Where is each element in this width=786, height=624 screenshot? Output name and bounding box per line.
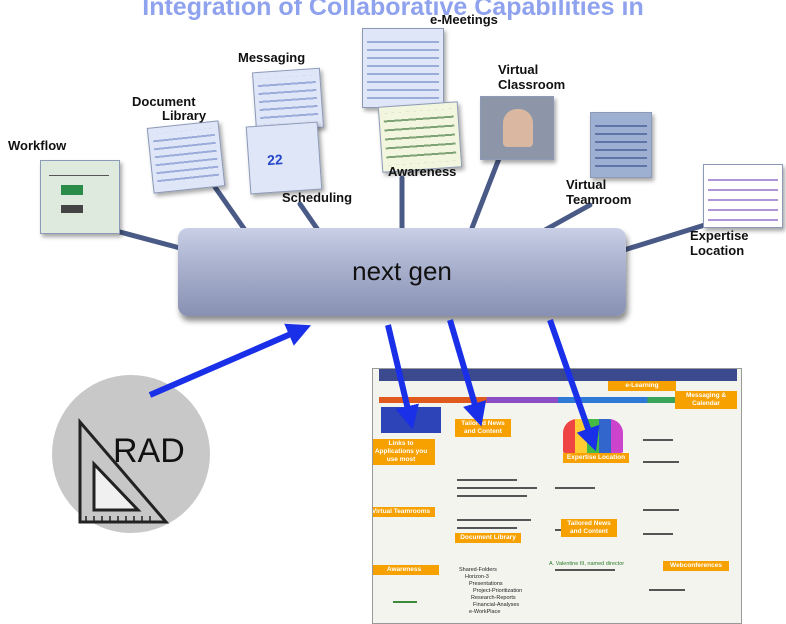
label-library: Library (162, 108, 207, 123)
e-meetings-thumbnail (362, 28, 444, 108)
arrow-rad-to-hub (148, 323, 312, 398)
label-virtual-classroom-1: Virtual (498, 62, 539, 77)
tree-item-horizon-3[interactable]: Horizon-3 (465, 574, 489, 580)
label-awareness: Awareness (388, 164, 457, 179)
text-line (643, 439, 673, 441)
label-virtual-teamroom-1: Virtual (566, 177, 607, 192)
label-virtual-classroom-2: Classroom (498, 77, 566, 92)
arrow-hub-to-links (385, 324, 419, 430)
text-line (457, 527, 517, 529)
virtual-teamroom-thumbnail (590, 112, 652, 178)
label-location: Location (690, 243, 745, 258)
virtual-classroom-thumbnail (480, 96, 554, 160)
arrow-hub-to-news (447, 319, 487, 427)
tree-item-e-workplace[interactable]: e-WorkPlace (469, 609, 501, 615)
text-line (393, 601, 417, 603)
next-gen-hub: next gen (178, 228, 626, 316)
tree-item-shared-folders[interactable]: Shared-Folders (459, 567, 497, 573)
tag-document-library: Document Library (455, 533, 521, 543)
connector-virtual-teamroom (542, 202, 593, 233)
hub-label: next gen (352, 256, 452, 286)
text-line (457, 479, 517, 481)
connector-virtual-classroom (469, 153, 503, 231)
tree-item-presentations[interactable]: Presentations (469, 581, 503, 587)
label-document: Document (132, 94, 196, 109)
tag-expertise-location: Expertise Location (563, 453, 629, 463)
tag-webconferences: Webconferences (663, 561, 729, 571)
label-e-meetings: e-Meetings (430, 12, 498, 27)
text-line (555, 487, 595, 489)
text-line (649, 589, 685, 591)
rad-label: RAD (113, 432, 185, 470)
tree-item-financial-analyses[interactable]: Financial-Analyses (473, 602, 520, 608)
label-workflow: Workflow (8, 138, 67, 153)
label-expertise: Expertise (690, 228, 749, 243)
status-line[interactable]: A. Valentine III, named director (549, 561, 625, 567)
text-line (457, 519, 531, 521)
text-line (643, 533, 673, 535)
text-line (457, 487, 537, 489)
portal-screenshot: e-Learning Messaging & Calendar Links to… (372, 368, 742, 624)
page-title: Integration of Collaborative Capabilitie… (142, 0, 644, 21)
workflow-thumbnail (40, 160, 120, 234)
tag-e-learning: e-Learning (608, 381, 676, 391)
tree-item-project-prioritization[interactable]: Project-Prioritization (473, 588, 523, 594)
folder-tree: Shared-Folders Horizon-3 Presentations P… (459, 567, 522, 616)
text-line (643, 509, 679, 511)
label-virtual-teamroom-2: Teamroom (566, 192, 632, 207)
tag-links-to-applications: Links to Applications you use most (373, 439, 435, 465)
label-scheduling: Scheduling (282, 190, 353, 205)
expertise-location-thumbnail (703, 164, 783, 228)
text-line (555, 569, 615, 571)
connector-workflow (117, 229, 183, 251)
connector-scheduling (297, 201, 321, 233)
text-line (457, 495, 527, 497)
connector-document-library (207, 177, 248, 233)
connector-expertise (621, 221, 711, 253)
portal-nav-strip (379, 397, 737, 403)
tag-virtual-teamrooms: Virtual Teamrooms (373, 507, 435, 517)
tree-item-research-reports[interactable]: Research-Reports (471, 595, 516, 601)
tag-awareness: Awareness (373, 565, 439, 575)
text-line (643, 461, 679, 463)
tag-tailored-news-2: Tailored News and Content (561, 519, 617, 537)
set-square-icon (78, 418, 170, 524)
tag-messaging-calendar: Messaging & Calendar (675, 391, 737, 409)
arrow-hub-to-expertise (547, 319, 600, 452)
label-messaging: Messaging (238, 50, 306, 65)
